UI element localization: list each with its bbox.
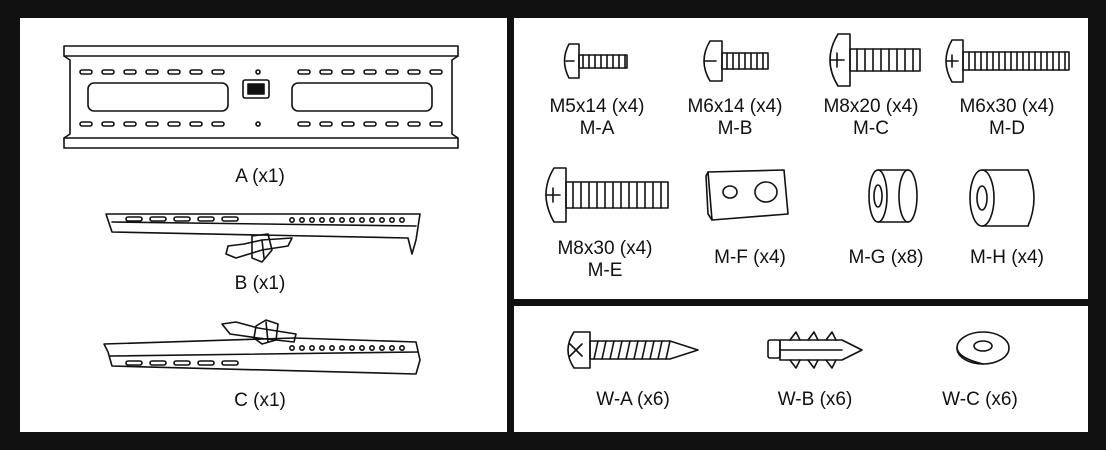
washer-w-c xyxy=(956,331,1010,365)
screw-m-a-size: M5x14 (x4) xyxy=(549,96,645,117)
wall-plate-a-label: A (x1) xyxy=(235,166,285,187)
arm-b-label: B (x1) xyxy=(234,273,286,294)
screw-m-a-code: M-A xyxy=(579,118,615,139)
anchor-w-b-label: W-B (x6) xyxy=(777,389,853,410)
screw-m-e-size: M8x30 (x4) xyxy=(557,238,653,259)
wall-plate-a xyxy=(63,45,459,149)
screw-m-c xyxy=(829,33,921,87)
screw-m-d-code: M-D xyxy=(989,118,1025,139)
screw-m-a xyxy=(563,43,628,79)
screw-m-b-code: M-B xyxy=(717,118,753,139)
screw-m-d xyxy=(945,39,1070,83)
plate-m-f xyxy=(705,169,789,221)
arm-c-label: C (x1) xyxy=(234,390,286,411)
screw-m-e xyxy=(545,167,669,223)
screw-m-b xyxy=(703,40,769,82)
anchor-w-b xyxy=(767,331,863,369)
arm-c xyxy=(103,319,421,375)
washer-w-c-label: W-C (x6) xyxy=(942,389,1018,410)
spacer-m-g xyxy=(868,169,918,223)
wall-hardware-panel xyxy=(514,306,1088,432)
arm-b xyxy=(105,213,421,263)
screw-m-c-code: M-C xyxy=(853,118,889,139)
plate-m-f-label: M-F (x4) xyxy=(714,247,786,268)
screw-m-d-size: M6x30 (x4) xyxy=(959,96,1055,117)
spacer-m-h-label: M-H (x4) xyxy=(970,247,1044,268)
screw-m-c-size: M8x20 (x4) xyxy=(823,96,919,117)
spacer-m-g-label: M-G (x8) xyxy=(848,247,924,268)
lag-bolt-w-a xyxy=(567,331,699,369)
lag-bolt-w-a-label: W-A (x6) xyxy=(596,389,670,410)
spacer-m-h xyxy=(969,169,1035,227)
screw-m-b-size: M6x14 (x4) xyxy=(687,96,783,117)
screw-m-e-code: M-E xyxy=(587,260,623,281)
